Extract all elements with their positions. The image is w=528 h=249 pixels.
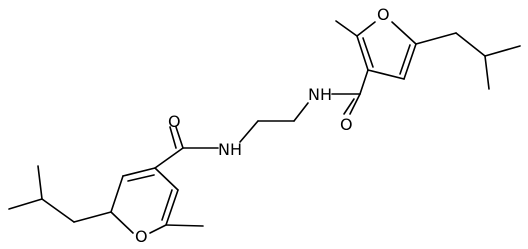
bond (169, 126, 177, 149)
bond (175, 126, 184, 149)
bond (154, 167, 179, 191)
bond (484, 45, 521, 57)
bond (391, 21, 417, 45)
bond (73, 211, 112, 223)
bond (110, 211, 134, 234)
bond (484, 55, 490, 90)
bond (110, 175, 124, 213)
right-furan-ring (356, 21, 417, 80)
bond (403, 43, 417, 80)
bond (359, 69, 369, 95)
right-substituents (331, 20, 521, 115)
bond (149, 224, 167, 234)
bond (362, 37, 374, 68)
furan-oxygen-left-label: O (135, 227, 148, 246)
ethylene-linker (239, 102, 309, 143)
nh-left-label: NH (218, 140, 242, 159)
bond (367, 69, 405, 80)
bond (165, 189, 179, 226)
carbonyl-oxygen-left-label: O (168, 112, 181, 131)
bond (37, 165, 43, 200)
nh-right-label: NH (308, 85, 332, 104)
bond (41, 198, 75, 223)
bond (161, 189, 173, 221)
bond (399, 44, 411, 75)
left-substituents (8, 126, 219, 227)
bond (293, 102, 309, 122)
bond (343, 98, 355, 115)
bond (154, 147, 184, 169)
bond (335, 20, 358, 37)
carbonyl-oxygen-right-label: O (340, 115, 353, 134)
bond (122, 167, 156, 177)
bond (127, 174, 155, 182)
furan-oxygen-right-label: O (377, 5, 390, 24)
bond (415, 32, 457, 45)
bond (356, 35, 369, 71)
bond (349, 93, 361, 115)
bond (356, 21, 376, 37)
bond (455, 32, 486, 57)
bond (8, 198, 43, 210)
bond (239, 120, 259, 143)
bond (165, 224, 204, 227)
left-furan-ring (110, 167, 179, 234)
atom-labels: NH NH O O O O (135, 5, 390, 246)
